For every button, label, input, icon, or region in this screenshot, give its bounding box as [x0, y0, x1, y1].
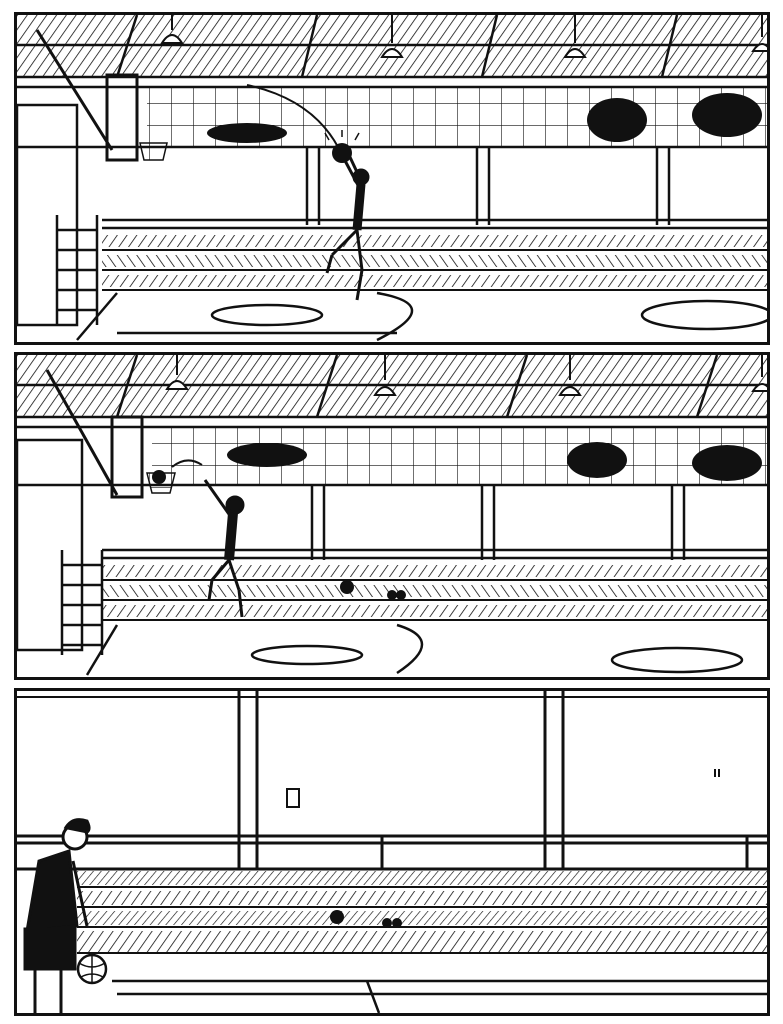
gym-scene-2 [17, 355, 767, 676]
backboard [105, 73, 139, 162]
basketball-icon [76, 953, 108, 985]
hoop-icon [139, 142, 168, 161]
player-figure [23, 818, 91, 1013]
ceiling-lamp-icon [165, 355, 767, 396]
player-figure [203, 479, 245, 618]
basketball-icon [332, 143, 352, 163]
panel-ball-in-hoop [14, 352, 770, 680]
ladder [55, 215, 99, 325]
panel-dribble-closeup [14, 688, 770, 1016]
panel-shot-release [14, 12, 770, 345]
hoop-icon [146, 470, 176, 494]
ceiling-lamp-icon [160, 15, 767, 58]
gym-scene-3 [17, 691, 767, 1013]
wall-outlet [286, 788, 300, 808]
player-figure [325, 154, 370, 301]
gym-scene-1 [17, 15, 767, 342]
basketball-icon [152, 470, 166, 484]
